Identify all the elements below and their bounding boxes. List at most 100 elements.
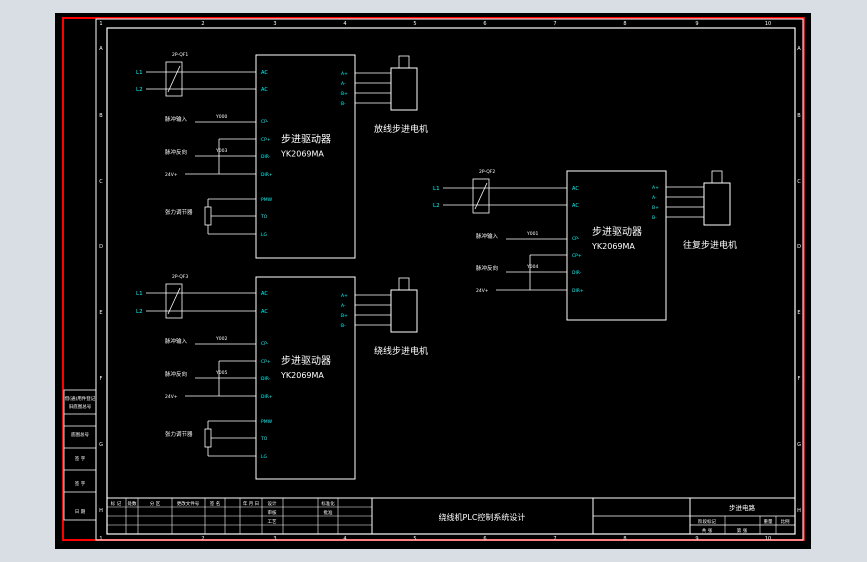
grid-row-label-left: F xyxy=(100,376,103,382)
control-terminal-label: DIR- xyxy=(261,376,271,382)
grid-col-label-top: 10 xyxy=(765,21,771,27)
breaker-contact xyxy=(167,65,181,93)
side-label: 旧底图总号 xyxy=(69,403,92,410)
line-input-label: L1 xyxy=(433,186,440,192)
grid-row-label-right: E xyxy=(797,310,800,316)
net-label: Y005 xyxy=(215,370,227,376)
control-terminal-label: DIR+ xyxy=(572,288,584,294)
grid-col-label-bottom: 5 xyxy=(413,536,416,542)
line-input-label: L2 xyxy=(433,203,440,209)
tension-regulator-label: 张力调节器 xyxy=(165,430,193,438)
title-header-cell: 年 月 日 xyxy=(243,500,259,507)
control-terminal-label: CP+ xyxy=(261,359,271,365)
side-label: 借(通)用件登记 xyxy=(65,395,96,402)
control-terminal-label: DIR+ xyxy=(261,394,273,400)
side-label: 底图总号 xyxy=(71,431,89,438)
motor-terminal-label: B+ xyxy=(652,205,659,211)
control-terminal-label: DIR- xyxy=(261,154,271,160)
ac-terminal-label: AC xyxy=(572,186,579,192)
driver-model: YK2069MA xyxy=(280,149,324,158)
grid-col-label-bottom: 3 xyxy=(273,536,276,542)
motor-terminal-label: A+ xyxy=(341,71,348,77)
motor-terminal-label: A+ xyxy=(341,293,348,299)
ac-terminal-label: AC xyxy=(261,309,268,315)
breaker-symbol xyxy=(472,178,490,214)
motor-label: 往复步进电机 xyxy=(683,239,737,251)
side-label: 签 字 xyxy=(75,455,86,462)
grid-col-label-top: 7 xyxy=(553,21,556,27)
grid-col-label-top: 1 xyxy=(99,21,102,27)
grid-col-label-bottom: 8 xyxy=(623,536,626,542)
tension-regulator-label: 张力调节器 xyxy=(165,208,193,216)
breaker-symbol xyxy=(165,61,183,97)
net-label: Y000 xyxy=(215,114,227,120)
control-terminal-label: CP+ xyxy=(261,137,271,143)
grid-col-label-bottom: 4 xyxy=(343,536,346,542)
pot-terminal-label: TO xyxy=(260,436,268,442)
project-title: 绕线机PLC控制系统设计 xyxy=(439,512,526,522)
ac-terminal-label: AC xyxy=(261,70,268,76)
stepper-driver-box xyxy=(255,54,356,259)
grid-row-label-right: G xyxy=(797,442,801,448)
grid-col-label-bottom: 1 xyxy=(99,536,102,542)
title-header-cell: 更改文件号 xyxy=(177,500,200,507)
title-header-cell: 处数 xyxy=(128,500,137,507)
grid-row-label-right: B xyxy=(797,113,801,119)
title-block: 标 记 处数 分 区 更改文件号 签 名 年 月 日 设计 审核 工艺 标准化 … xyxy=(106,497,796,535)
grid-col-label-bottom: 2 xyxy=(201,536,204,542)
grid-col-label-bottom: 6 xyxy=(483,536,486,542)
grid-row-label-left: A xyxy=(99,46,103,52)
breaker-label: 2P-QF3 xyxy=(172,274,188,280)
control-terminal-label: DIR- xyxy=(572,270,582,276)
motor-terminal-label: A- xyxy=(652,195,657,201)
pot-terminal-label: LG xyxy=(261,232,268,238)
control-terminal-label: CP+ xyxy=(572,253,582,259)
pot-terminal-label: LG xyxy=(261,454,268,460)
stage-label: 阶段标记 xyxy=(698,518,716,525)
direction-input-label: 脉冲反向 xyxy=(165,148,187,156)
side-label: 签 字 xyxy=(75,480,86,487)
breaker-label: 2P-QF1 xyxy=(172,52,188,58)
line-input-label: L1 xyxy=(136,70,143,76)
title-header-cell: 签 名 xyxy=(210,500,220,507)
title-header-cell: 标 记 xyxy=(111,500,122,507)
title-mid-label: 批准 xyxy=(324,509,333,516)
direction-input-label: 脉冲反向 xyxy=(476,264,498,272)
motor-label: 绕线步进电机 xyxy=(374,345,428,357)
title-row-label: 设计 xyxy=(268,500,277,507)
grid-col-label-top: 5 xyxy=(413,21,416,27)
motor-terminal-label: B- xyxy=(341,101,346,107)
driver-title: 步进驱动器 xyxy=(592,226,642,238)
line-input-label: L2 xyxy=(136,87,143,93)
title-row-label: 工艺 xyxy=(268,519,277,525)
control-terminal-label: DIR+ xyxy=(261,172,273,178)
line-input-label: L2 xyxy=(136,309,143,315)
driver-title: 步进驱动器 xyxy=(281,133,331,145)
motor-shaft xyxy=(711,170,723,184)
line-input-label: L1 xyxy=(136,291,143,297)
breaker-label: 2P-QF2 xyxy=(479,169,495,175)
title-row-label: 审核 xyxy=(268,509,277,516)
control-terminal-label: CP- xyxy=(261,341,269,347)
grid-col-label-top: 9 xyxy=(695,21,698,27)
motor-terminal-label: B+ xyxy=(341,313,348,319)
breaker-symbol xyxy=(165,283,183,319)
dc-supply-label: 24V+ xyxy=(165,172,178,178)
breaker-contact xyxy=(167,287,181,315)
grid-col-label-bottom: 10 xyxy=(765,536,771,542)
grid-row-label-right: F xyxy=(798,376,801,382)
motor-shaft xyxy=(398,277,410,291)
grid-row-label-left: D xyxy=(99,244,103,250)
pulse-input-label: 脉冲输入 xyxy=(165,115,188,123)
dc-supply-label: 24V+ xyxy=(165,394,178,400)
sheet-label: 第 张 xyxy=(737,527,748,534)
net-label: Y004 xyxy=(526,264,538,270)
grid-row-label-left: E xyxy=(99,310,102,316)
title-header-cell: 分 区 xyxy=(150,500,161,507)
pot-terminal-label: TO xyxy=(260,214,268,220)
stage-label: 比例 xyxy=(781,518,790,525)
motor-terminal-label: A+ xyxy=(652,185,659,191)
stage-label: 重量 xyxy=(764,518,773,525)
